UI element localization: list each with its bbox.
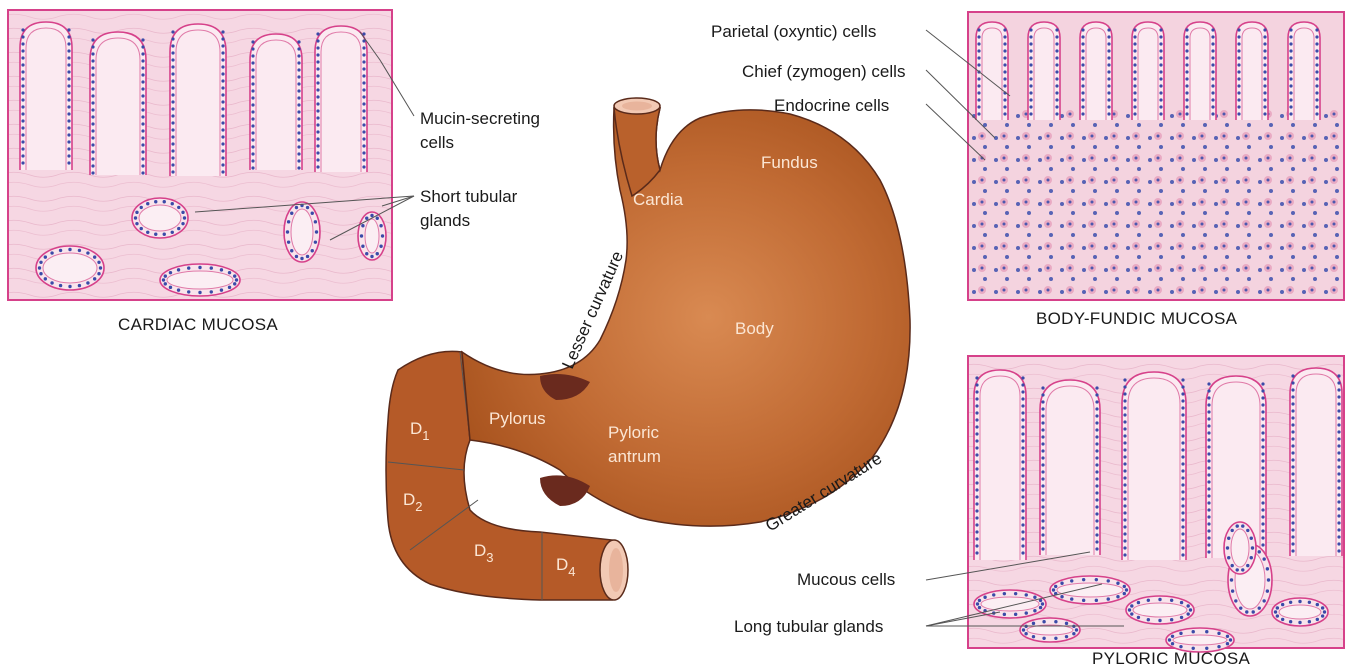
pyloric-antrum-label-line1: Pyloric [608, 423, 660, 442]
body-fundic-mucosa-panel [968, 12, 1344, 300]
pylorus-label: Pylorus [489, 409, 546, 428]
stomach-body [462, 108, 910, 526]
endocrine-cells-label: Endocrine cells [774, 96, 889, 115]
chief-cells-label: Chief (zymogen) cells [742, 62, 905, 81]
short-tubular-label-line1: Short tubular [420, 187, 518, 206]
short-tubular-label-line2: glands [420, 211, 470, 230]
cardia-label: Cardia [633, 190, 684, 209]
pyloric-antrum-label-line2: antrum [608, 447, 661, 466]
cardiac-mucosa-caption: CARDIAC MUCOSA [118, 315, 278, 334]
pyloric-mucosa-caption: PYLORIC MUCOSA [1092, 649, 1251, 668]
body-label: Body [735, 319, 774, 338]
pyloric-mucosa-panel [968, 356, 1344, 652]
cardiac-mucosa-panel [8, 10, 392, 300]
fundic-pits [976, 22, 1320, 120]
long-tubular-glands-label: Long tubular glands [734, 617, 883, 636]
mucin-secreting-label-line2: cells [420, 133, 454, 152]
fundus-label: Fundus [761, 153, 818, 172]
mucin-secreting-label-line1: Mucin-secreting [420, 109, 540, 128]
body-fundic-mucosa-caption: BODY-FUNDIC MUCOSA [1036, 309, 1238, 328]
mucous-cells-label: Mucous cells [797, 570, 895, 589]
parietal-cells-label: Parietal (oxyntic) cells [711, 22, 876, 41]
stomach-illustration [386, 98, 910, 600]
